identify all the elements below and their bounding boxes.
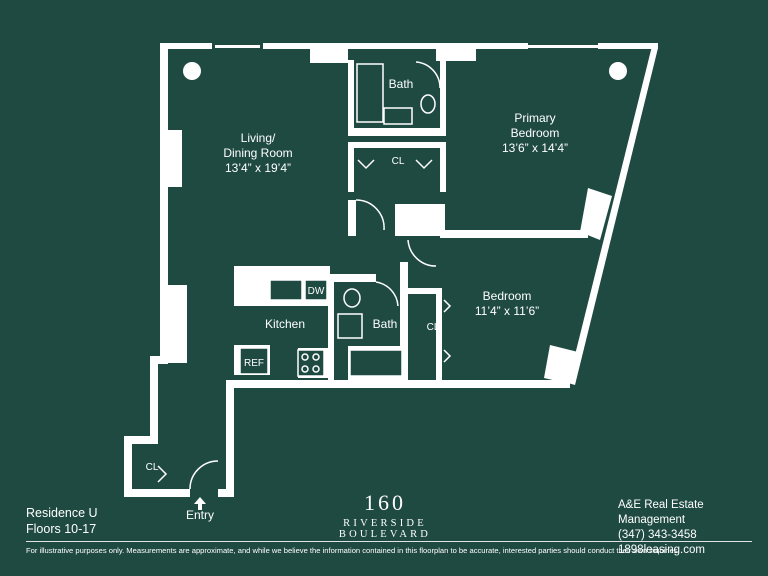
disclaimer: For illustrative purposes only. Measurem… — [26, 546, 680, 555]
sink-bottom — [337, 313, 363, 339]
cl-entry: CL — [146, 462, 159, 473]
primary-dims: 13’6” x 14’4” — [502, 141, 568, 155]
kitchen-name: Kitchen — [265, 317, 305, 331]
living-dims: 13’4” x 19’4” — [225, 161, 291, 175]
column-left — [183, 62, 201, 80]
door-entry — [189, 460, 219, 490]
refrigerator — [239, 347, 269, 375]
cl-upper: CL — [392, 156, 405, 167]
residence-name: Residence U — [26, 506, 98, 520]
sink-top — [383, 107, 413, 125]
column-right — [609, 62, 627, 80]
door-top-bath — [415, 61, 441, 89]
door-bedroom — [407, 239, 437, 267]
management-info: A&E Real Estate Management (347) 343-345… — [618, 498, 768, 558]
dw-label: DW — [308, 286, 325, 297]
fixtures — [157, 61, 627, 490]
primary-name-2: Bedroom — [511, 126, 560, 140]
residence-floors: Floors 10-17 — [26, 522, 97, 536]
entry-arrow-icon — [194, 497, 206, 510]
dishwasher — [304, 279, 328, 301]
door-bath-bottom — [375, 281, 399, 307]
management-phone: (347) 343-3458 — [618, 529, 697, 541]
brand-number: 160 — [364, 490, 406, 515]
entry-label: Entry — [186, 508, 215, 522]
management-website: 1898leasing.com — [618, 544, 705, 556]
brand-name: RIVERSIDE BOULEVARD — [338, 518, 432, 540]
living-name-2: Dining Room — [223, 146, 292, 160]
exterior-walls — [124, 43, 658, 497]
bedroom-dims: 11’4” x 11’6” — [475, 304, 539, 318]
living-name-1: Living/ — [241, 131, 276, 145]
stove — [297, 349, 325, 377]
room-labels: Living/ Dining Room 13’4” x 19’4” Primar… — [146, 77, 568, 473]
ref-label: REF — [244, 358, 264, 369]
bedroom-name: Bedroom — [483, 289, 532, 303]
management-company: A&E Real Estate Management — [618, 499, 704, 526]
door-corridor — [355, 199, 385, 231]
residence-info: Residence U Floors 10-17 — [26, 505, 98, 537]
toilet-top — [420, 94, 436, 114]
primary-name-1: Primary — [514, 111, 555, 125]
bathtub-bottom — [349, 349, 403, 377]
footer-divider — [26, 541, 752, 542]
bath-top-name: Bath — [389, 77, 414, 91]
cl-small: CL — [424, 208, 437, 219]
bathtub-top — [356, 63, 384, 123]
cl-bedroom: CL — [427, 322, 440, 333]
toilet-bottom — [343, 288, 361, 308]
bath-bottom-name: Bath — [373, 317, 398, 331]
brand-logo: 160 RIVERSIDE BOULEVARD — [300, 490, 470, 540]
kitchen-sink — [269, 279, 303, 301]
